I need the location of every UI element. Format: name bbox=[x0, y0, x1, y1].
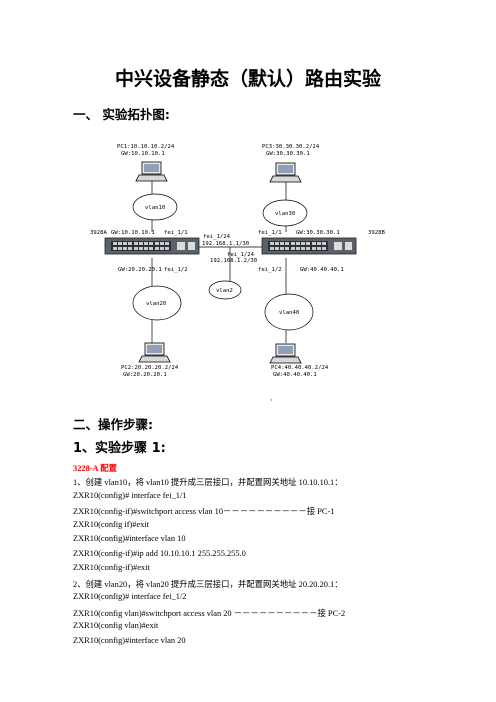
switch-a-port2: fei_1/2 bbox=[164, 267, 188, 273]
vlan2-label: vlan2 bbox=[216, 288, 233, 294]
vlan30-label: vlan30 bbox=[275, 211, 295, 217]
pc3-gw-label: GW:30.30.30.1 bbox=[266, 151, 310, 157]
pc4-ip-label: PC4:40.40.40.2/24 bbox=[271, 365, 329, 371]
center-dot: · bbox=[270, 396, 273, 405]
switch-a-port24: fei_1/24 bbox=[203, 234, 231, 240]
config-line: ZXR10(config)# interface fei_1/2 bbox=[73, 592, 187, 601]
switch-b-gw2: GW:40.40.40.1 bbox=[300, 267, 344, 273]
section-heading-steps: 二、操作步骤: bbox=[73, 417, 153, 432]
vlan20-ellipse bbox=[132, 285, 182, 321]
config-line: 1、创建 vlan10，将 vlan10 提升成三层接口，并配置网关地址 10.… bbox=[73, 478, 343, 487]
switch-b-gw1: GW:30.30.30.1 bbox=[296, 230, 340, 236]
switch-b-port2: fei_1/2 bbox=[258, 267, 282, 273]
pc4-gw-label: GW:40.40.40.1 bbox=[273, 372, 317, 378]
switch-a-gw1: GW:10.10.10.1 bbox=[111, 230, 155, 236]
config-line: ZXR10(config)# interface fei_1/1 bbox=[73, 491, 187, 500]
pc4-computer-icon bbox=[269, 343, 302, 364]
vlan40-ellipse bbox=[264, 293, 314, 331]
switch-b-link-ip: 192.168.1.2/30 bbox=[210, 258, 257, 264]
config-line: ZXR10(config)#interface vlan 10 bbox=[73, 534, 186, 543]
switch-b-name: 3928B bbox=[368, 230, 385, 236]
config-line: ZXR10(config)#interface vlan 20 bbox=[73, 636, 186, 645]
pc2-ip-label: PC2:20.20.20.2/24 bbox=[121, 365, 179, 371]
pc2-computer-icon bbox=[138, 342, 171, 363]
config-line: ZXR10(config if)#exit bbox=[73, 520, 150, 529]
config-line: ZXR10(config vlan)#exit bbox=[73, 621, 159, 630]
pc1-computer-icon bbox=[135, 161, 168, 182]
switch-3928a-icon bbox=[104, 237, 200, 255]
pc3-ip-label: PC3:30.30.30.2/24 bbox=[262, 144, 320, 150]
vlan20-label: vlan20 bbox=[146, 301, 166, 307]
switch-a-gw2: GW:20.20.20.1 bbox=[118, 267, 162, 273]
config-line: ZXR10(config-if)#switchport access vlan … bbox=[73, 507, 335, 516]
device-config-label: 3228-A 配置 bbox=[73, 464, 117, 473]
vlan2-ellipse bbox=[208, 280, 242, 300]
switch-a-link-ip: 192.168.1.1/30 bbox=[202, 241, 249, 247]
vlan10-ellipse bbox=[132, 193, 178, 221]
config-line: ZXR10(config vlan)#switchport access vla… bbox=[73, 609, 346, 618]
pc1-gw-label: GW:10.10.10.1 bbox=[121, 151, 165, 157]
vlan30-ellipse bbox=[262, 199, 308, 227]
config-line: ZXR10(config-if)#exit bbox=[73, 563, 150, 572]
config-line: 2、创建 vlan20，将 vlan20 提升成三层接口，并配置网关地址 20.… bbox=[73, 580, 343, 589]
config-line: ZXR10(config-if)#ip add 10.10.10.1 255.2… bbox=[73, 549, 246, 558]
switch-3928b-icon bbox=[261, 237, 357, 255]
switch-b-port1: fei_1/1 bbox=[258, 230, 282, 236]
section-heading-topology: 一、 实验拓扑图: bbox=[73, 107, 170, 122]
doc-title: 中兴设备静态（默认）路由实验 bbox=[114, 68, 381, 90]
pc3-computer-icon bbox=[269, 162, 302, 183]
pc1-ip-label: PC1:10.10.10.2/24 bbox=[117, 144, 175, 150]
step1-heading: 1、实验步骤 1: bbox=[73, 441, 166, 456]
switch-b-port24: fei_1/24 bbox=[227, 252, 255, 258]
switch-a-name: 3928A bbox=[90, 230, 107, 236]
vlan10-label: vlan10 bbox=[145, 205, 165, 211]
vlan40-label: vlan40 bbox=[279, 310, 299, 316]
pc2-gw-label: GW:20.20.20.1 bbox=[123, 372, 167, 378]
switch-a-port1: fei_1/1 bbox=[164, 230, 188, 236]
